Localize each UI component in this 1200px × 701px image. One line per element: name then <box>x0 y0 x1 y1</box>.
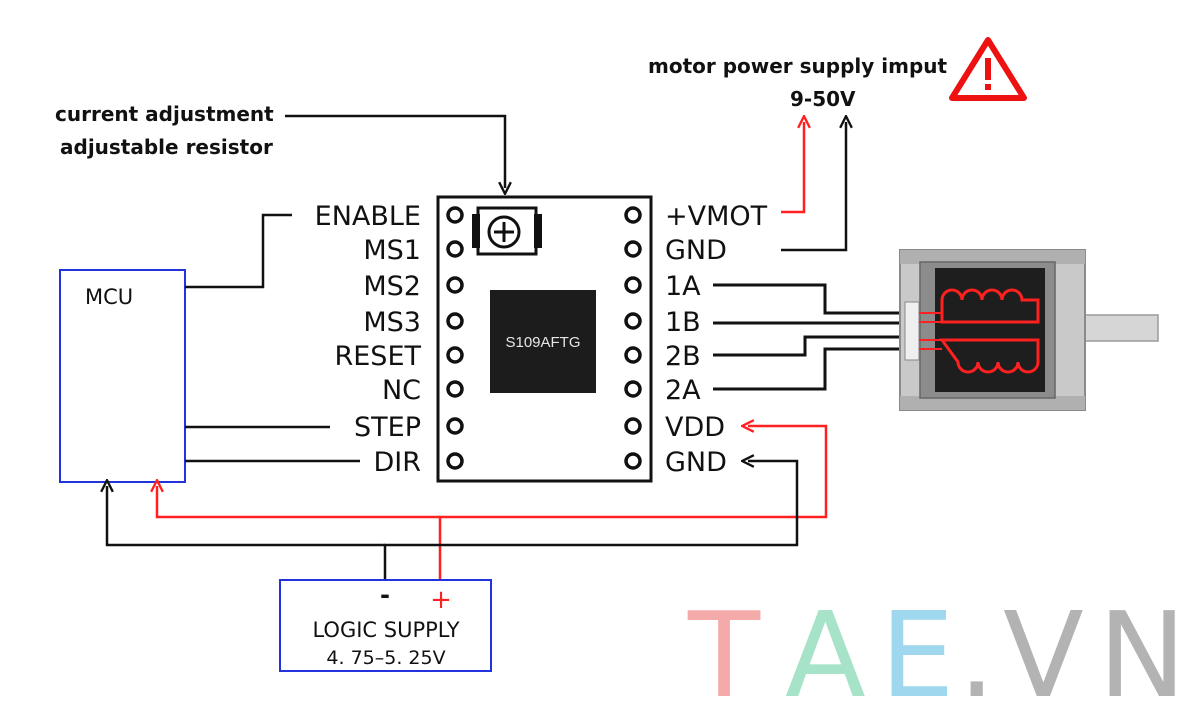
watermark-letter: E <box>880 586 955 701</box>
right-pin-hole <box>624 312 642 330</box>
left-pin-label: MS3 <box>363 307 421 338</box>
left-pin-label: ENABLE <box>315 201 421 232</box>
right-pin-label: +VMOT <box>665 201 768 232</box>
logic-supply-label: LOGIC SUPPLY <box>312 618 459 642</box>
warning-icon <box>949 37 1027 101</box>
watermark-letter: A <box>785 586 866 701</box>
watermark-letter: N <box>1098 586 1186 701</box>
right-pin-label: 2A <box>665 375 701 406</box>
wire-mcu-gnd <box>107 486 385 547</box>
right-pin-hole <box>624 276 642 294</box>
right-pin-hole <box>624 452 642 470</box>
potentiometer-icon <box>472 206 542 256</box>
right-pin-label: VDD <box>665 412 725 443</box>
pot-annotation-leader <box>285 114 505 188</box>
left-pin-label: MS1 <box>363 235 421 266</box>
driver-chip <box>490 290 596 393</box>
left-pin-label: RESET <box>334 341 421 372</box>
right-pin-hole <box>624 417 642 435</box>
right-pin-hole <box>624 206 642 224</box>
left-pin-hole <box>446 452 464 470</box>
right-pin-hole <box>624 240 642 258</box>
pot-annotation-line1: current adjustment <box>55 102 274 126</box>
left-pin-label: MS2 <box>363 271 421 302</box>
chip-label: S109AFTG <box>505 334 580 351</box>
watermark-letter: . <box>958 586 996 701</box>
wire-2a <box>713 347 910 391</box>
left-pin-hole <box>446 417 464 435</box>
mcu-label: MCU <box>85 285 133 309</box>
left-pin-label: STEP <box>354 412 421 443</box>
logic-minus: - <box>380 581 390 609</box>
vmot-annotation-range: 9-50V <box>790 87 856 111</box>
left-pin-hole <box>446 312 464 330</box>
wire-vmot-gnd <box>781 122 846 252</box>
left-pin-label: DIR <box>373 447 421 478</box>
right-pin-label: 1B <box>665 307 701 338</box>
right-pin-hole <box>624 346 642 364</box>
right-pin-label: GND <box>665 447 727 478</box>
left-pin-hole <box>446 240 464 258</box>
mcu-box <box>59 269 186 483</box>
left-pin-hole <box>446 346 464 364</box>
logic-supply-box <box>279 579 492 672</box>
left-pin-hole <box>446 276 464 294</box>
right-pin-label: 1A <box>665 271 701 302</box>
left-pin-hole <box>446 380 464 398</box>
wire-1a <box>713 283 910 315</box>
right-pin-hole <box>624 380 642 398</box>
wire-2b <box>713 335 910 357</box>
stepper-motor-icon <box>899 249 1159 411</box>
wire-mcu-vcc <box>157 486 440 519</box>
wire-vdd <box>438 426 828 580</box>
watermark-letter: V <box>1003 586 1084 701</box>
left-pin-label: NC <box>382 375 421 406</box>
vmot-annotation-title: motor power supply imput <box>648 54 948 78</box>
wire-vmot <box>781 122 804 214</box>
wire-enable <box>185 213 292 289</box>
logic-supply-range: 4. 75–5. 25V <box>326 647 445 669</box>
right-pin-label: 2B <box>665 341 701 372</box>
right-pin-label: GND <box>665 235 727 266</box>
wire-logic-gnd <box>383 461 799 580</box>
watermark-letter: T <box>687 586 761 701</box>
left-pin-hole <box>446 206 464 224</box>
logic-plus: + <box>430 585 452 615</box>
pot-annotation-line2: adjustable resistor <box>60 135 273 159</box>
